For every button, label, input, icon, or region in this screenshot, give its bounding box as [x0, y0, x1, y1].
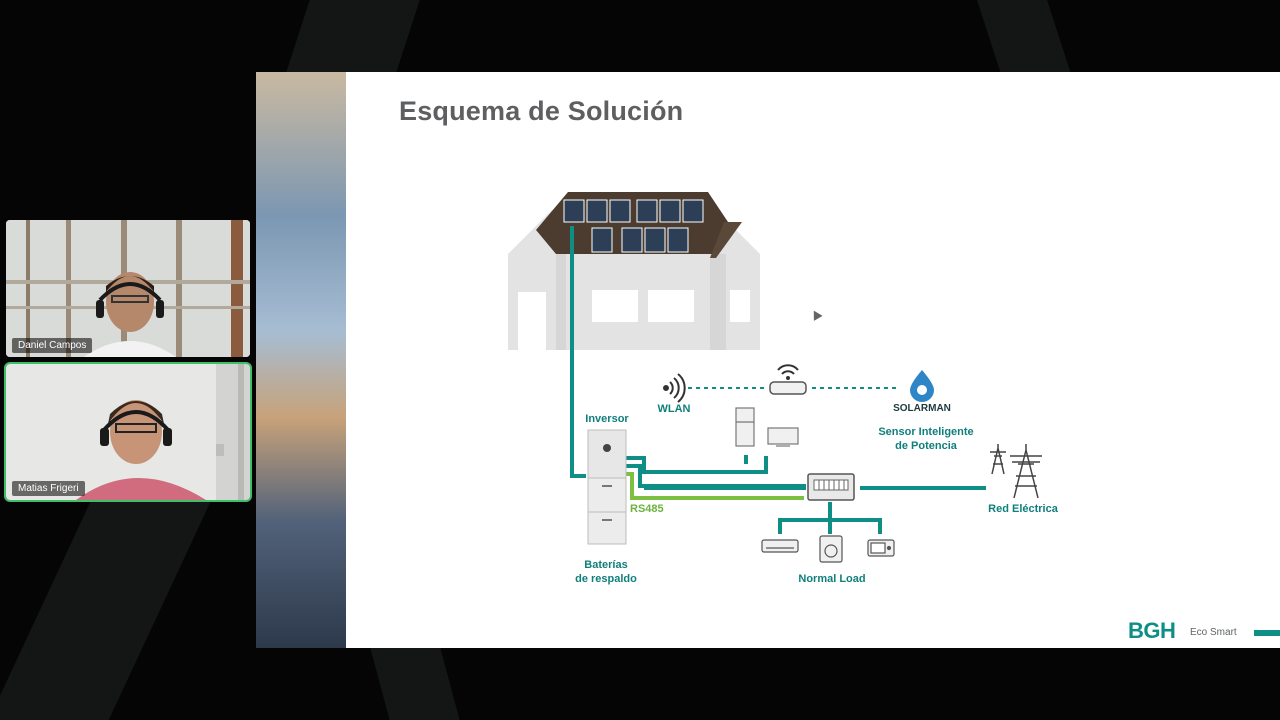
solar-panels-icon: [563, 199, 704, 253]
participant-name: Matias Frigeri: [12, 481, 85, 496]
brand-accent-bar: [1254, 630, 1280, 636]
label-rs485: RS485: [630, 503, 664, 515]
participant-tile-active[interactable]: Matias Frigeri: [4, 362, 252, 502]
router-icon: [769, 364, 807, 395]
label-baterias-line1: Baterías: [584, 559, 628, 571]
label-wlan: WLAN: [657, 403, 691, 415]
background-stroke: [977, 0, 1073, 80]
wifi-icon: [663, 373, 686, 403]
tv-icon: [767, 427, 799, 447]
label-sensor-line2: de Potencia: [895, 440, 957, 452]
air-conditioner-icon: [761, 539, 799, 553]
label-normal-load: Normal Load: [798, 573, 866, 585]
brand-subtitle: Eco Smart: [1190, 627, 1237, 638]
label-baterias-line2: de respaldo: [575, 573, 637, 585]
participant-name: Daniel Campos: [12, 338, 93, 353]
power-tower-icon: [990, 444, 1042, 499]
inverter-battery-icon: [587, 429, 627, 545]
washing-machine-icon: [819, 535, 843, 563]
participant-tile[interactable]: Daniel Campos: [6, 220, 250, 357]
background-stroke: [0, 500, 212, 720]
label-red-electrica: Red Eléctrica: [988, 503, 1058, 515]
participant-video: [6, 220, 250, 357]
brand-logo: BGH: [1128, 618, 1176, 643]
solution-diagram: [508, 192, 1042, 563]
background-stroke: [370, 648, 460, 720]
slide-title: Esquema de Solución: [399, 96, 684, 126]
label-solarman: SOLARMAN: [893, 403, 951, 414]
participant-video: [6, 364, 250, 500]
label-sensor-line1: Sensor Inteligente: [878, 426, 974, 438]
slide-decorative-photo: [256, 72, 346, 648]
presentation-slide: Esquema de Solución: [256, 72, 1280, 648]
label-inversor: Inversor: [585, 413, 629, 425]
fridge-icon: [735, 407, 755, 447]
solarman-logo-icon: [910, 370, 934, 402]
microwave-icon: [867, 539, 895, 557]
electrical-panel-icon: [807, 473, 855, 501]
